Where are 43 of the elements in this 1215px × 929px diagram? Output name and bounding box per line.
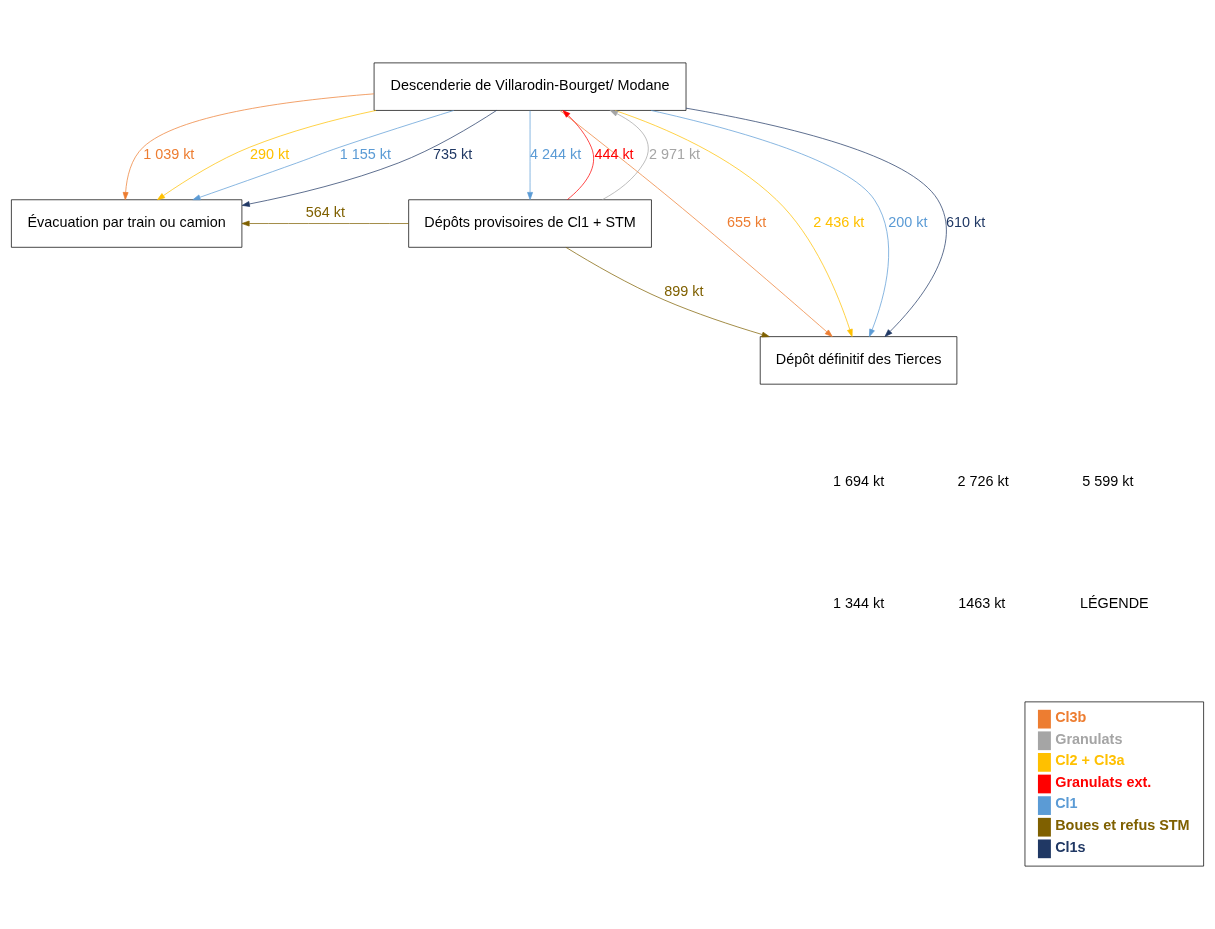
node-box: Descenderie de Villarodin-Bourget/ Modane bbox=[373, 62, 687, 111]
arrow bbox=[559, 110, 833, 337]
label: 5 599 kt bbox=[1082, 472, 1134, 489]
edge-label: 564 kt bbox=[305, 204, 345, 221]
edge-label: 444 kt bbox=[594, 145, 634, 162]
label: 1 344 kt bbox=[832, 594, 885, 611]
edge-label: 899 kt bbox=[664, 282, 704, 299]
edge-label: 2 436 kt bbox=[813, 214, 865, 231]
node-box: Dépôts provisoires de Cl1 + STM bbox=[408, 199, 652, 248]
edge-label: 735 kt bbox=[433, 145, 473, 162]
edge-label: 655 kt bbox=[726, 214, 767, 231]
edge-label: 1 039 kt bbox=[143, 145, 195, 162]
arrow bbox=[601, 110, 649, 201]
label: 2 726 kt bbox=[957, 472, 1009, 489]
arrow bbox=[157, 110, 377, 201]
node-box: Évacuation par train ou camion bbox=[11, 199, 243, 248]
edge-label: 2 971 kt bbox=[648, 145, 701, 162]
edge-label: 1 155 kt bbox=[339, 145, 392, 162]
legend-label: Granulats bbox=[1055, 730, 1123, 747]
legend-label: Cl2 + Cl3a bbox=[1055, 752, 1125, 769]
arrow bbox=[562, 110, 594, 200]
edge-label: 200 kt bbox=[888, 214, 928, 231]
legend-label: Boues et refus STM bbox=[1055, 817, 1190, 834]
edge-label: 4 244 kt bbox=[530, 145, 582, 162]
legend-label: Cl1 bbox=[1055, 795, 1078, 812]
arrow bbox=[241, 220, 410, 227]
legend-label: Cl3b bbox=[1055, 709, 1087, 726]
arrow bbox=[614, 110, 853, 337]
arrow bbox=[527, 110, 533, 200]
arrow bbox=[122, 93, 375, 200]
legend-label: Cl1s bbox=[1055, 838, 1086, 855]
label: 1 694 kt bbox=[832, 472, 885, 489]
arrow bbox=[565, 246, 770, 338]
label: 1463 kt bbox=[958, 594, 1006, 611]
legend-label: Granulats ext. bbox=[1055, 773, 1152, 790]
arrow bbox=[241, 110, 497, 207]
edge-label: 610 kt bbox=[945, 214, 986, 231]
arrow bbox=[685, 107, 947, 337]
arrow bbox=[650, 110, 890, 337]
edge-label: 290 kt bbox=[250, 145, 290, 162]
arrow bbox=[192, 110, 455, 201]
label: LÉGENDE bbox=[1079, 594, 1149, 611]
node-box: Dépôt définitif des Tierces bbox=[759, 336, 958, 385]
